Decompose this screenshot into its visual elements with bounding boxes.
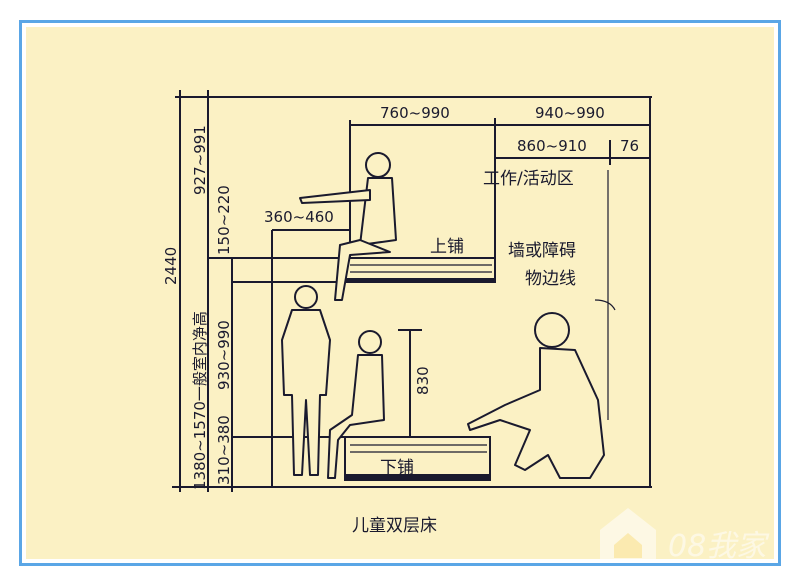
- label-wall-line-1: 墙或障碍: [508, 241, 576, 261]
- label-upper-bunk: 上铺: [430, 237, 464, 257]
- sitting-child-figure: [327, 330, 385, 479]
- dim-lower-bed-height: 310~380: [215, 415, 233, 485]
- dim-lower-clearance: 830: [414, 366, 432, 395]
- dim-reach: 360~460: [264, 208, 334, 226]
- dim-upper-gap: 150~220: [215, 185, 233, 255]
- dim-room-height: 1380~1570一般室内净高: [191, 311, 209, 490]
- dim-activity-width: 940~990: [535, 104, 605, 122]
- lower-bunk: [344, 436, 491, 481]
- upper-bunk: [344, 257, 496, 283]
- standing-child-figure: [281, 285, 331, 476]
- svg-text:08我家: 08我家: [668, 529, 770, 564]
- dim-upper-width: 760~990: [380, 104, 450, 122]
- dim-activity-inner: 860~910: [517, 137, 587, 155]
- dim-wall-gap: 76: [620, 137, 639, 155]
- dim-upper-bed-height: 930~990: [215, 320, 233, 390]
- label-wall-line-2: 物边线: [525, 269, 576, 289]
- diagram-title: 儿童双层床: [352, 516, 437, 536]
- dimension-lines: [272, 124, 650, 437]
- label-activity-zone: 工作/活动区: [483, 169, 574, 189]
- watermark-logo: 08我家: [600, 508, 770, 564]
- child-upper-figure: [299, 152, 397, 301]
- adult-crouching-figure: [467, 312, 605, 479]
- dim-upper-clearance: 927~991: [191, 125, 209, 195]
- dim-total-height: 2440: [162, 247, 180, 285]
- label-lower-bunk: 下铺: [380, 458, 414, 478]
- room-outline: [172, 90, 652, 492]
